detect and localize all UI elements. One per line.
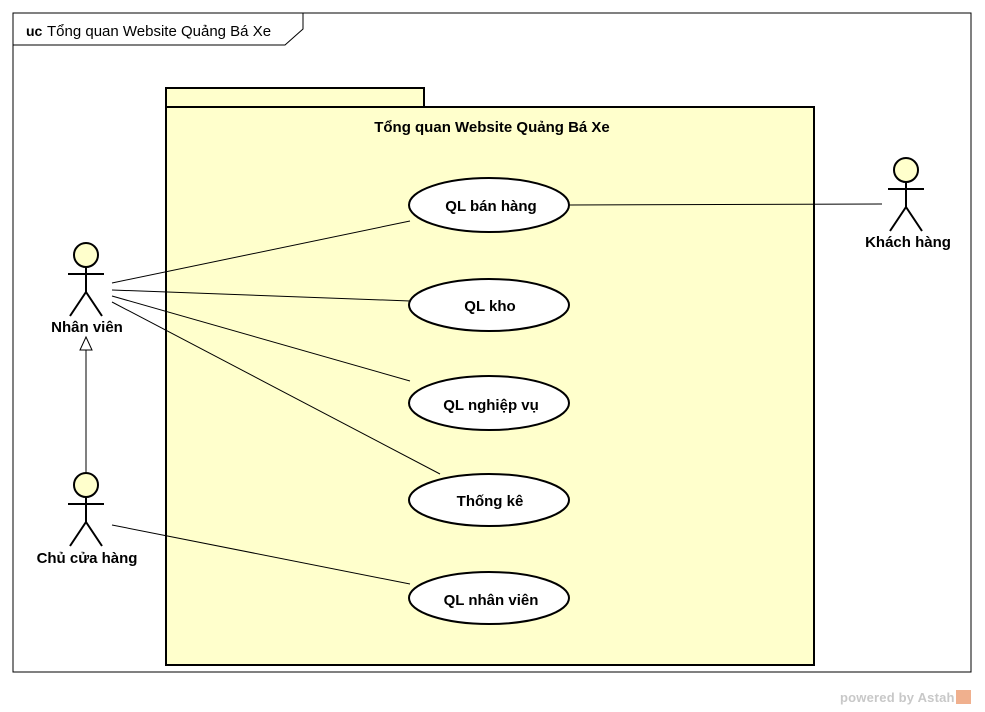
use-case-label: QL kho [464, 298, 515, 315]
use-case-ql-nghiep-vu[interactable]: QL nghiệp vụ [408, 375, 570, 431]
actor-chu-cua-hang[interactable]: Chủ cửa hàng [37, 472, 138, 567]
use-case-ql-nhan-vien[interactable]: QL nhân viên [408, 571, 570, 625]
use-case-ql-ban-hang[interactable]: QL bán hàng [408, 177, 570, 233]
stick-figure-icon [68, 472, 104, 547]
actor-label: Chủ cửa hàng [37, 550, 138, 567]
associations [111, 203, 883, 585]
assoc-chucuahang-qlnhanvien [111, 524, 411, 585]
use-case-ql-kho[interactable]: QL kho [408, 278, 570, 332]
astah-logo-icon [955, 690, 971, 704]
actor-label: Nhân viên [51, 319, 123, 336]
stick-figure-icon [888, 157, 924, 232]
assoc-khachhang-banhang [568, 203, 883, 206]
frame-keyword: uc [26, 23, 43, 39]
assoc-nhanvien-banhang [111, 220, 411, 284]
assoc-nhanvien-kho [111, 289, 411, 302]
generalization-arrow [79, 335, 93, 472]
watermark-text: powered by Astah [840, 690, 955, 705]
use-case-label: Thống kê [457, 493, 524, 510]
frame-title: Tổng quan Website Quảng Bá Xe [47, 23, 271, 40]
use-case-label: QL nhân viên [444, 592, 539, 609]
astah-watermark: powered by Astah [840, 690, 971, 705]
actor-label: Khách hàng [865, 234, 951, 251]
stick-figure-icon [68, 242, 104, 317]
assoc-nhanvien-nghiepvu [111, 295, 411, 382]
assoc-nhanvien-thongke [111, 301, 441, 475]
use-case-label: QL bán hàng [445, 198, 536, 215]
actor-nhan-vien[interactable]: Nhân viên [51, 242, 123, 336]
use-case-thong-ke[interactable]: Thống kê [408, 473, 570, 527]
actor-khach-hang[interactable]: Khách hàng [865, 157, 951, 251]
use-case-label: QL nghiệp vụ [443, 397, 539, 414]
package-title: Tổng quan Website Quảng Bá Xe [374, 119, 610, 136]
